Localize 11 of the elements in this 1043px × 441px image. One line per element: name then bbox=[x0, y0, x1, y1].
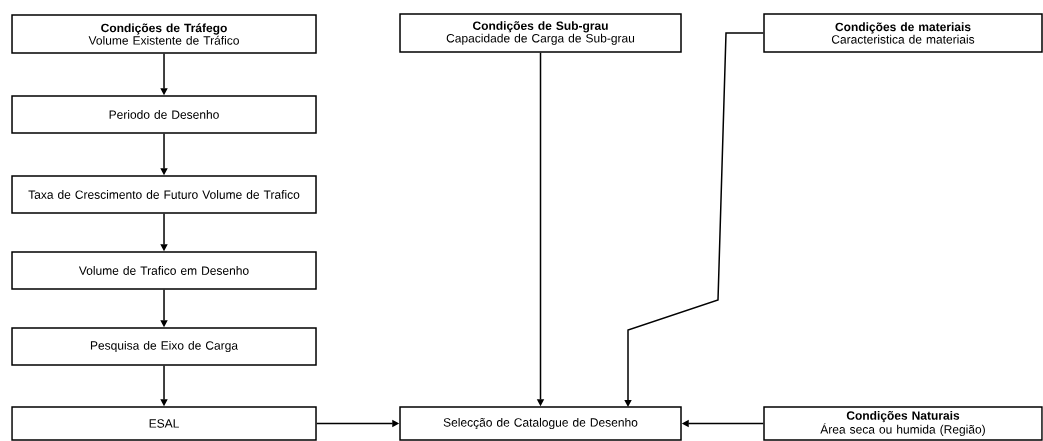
process-box: Taxa de Crescimento de Futuro Volume de Trafico bbox=[11, 175, 317, 214]
input-box: Condições Naturais Área seca ou humida (Região) bbox=[763, 406, 1043, 441]
arrow bbox=[624, 32, 764, 407]
process-box: Volume de Trafico em Desenho bbox=[11, 251, 317, 290]
process-box: Periodo de Desenho bbox=[11, 95, 317, 134]
process-box: Pesquisa de Eixo de Carga bbox=[11, 327, 317, 366]
result-box: Selecção de Catalogue de Desenho bbox=[399, 406, 682, 441]
process-box: Condições de Tráfego Volume Existente de Tráfico bbox=[11, 14, 317, 54]
process-box: ESAL bbox=[11, 406, 317, 441]
input-box: Condições de Sub-grau Capacidade de Carga de Sub-grau bbox=[399, 13, 682, 53]
input-box: Condições de materiais Caracteristica de materiais bbox=[763, 13, 1043, 53]
